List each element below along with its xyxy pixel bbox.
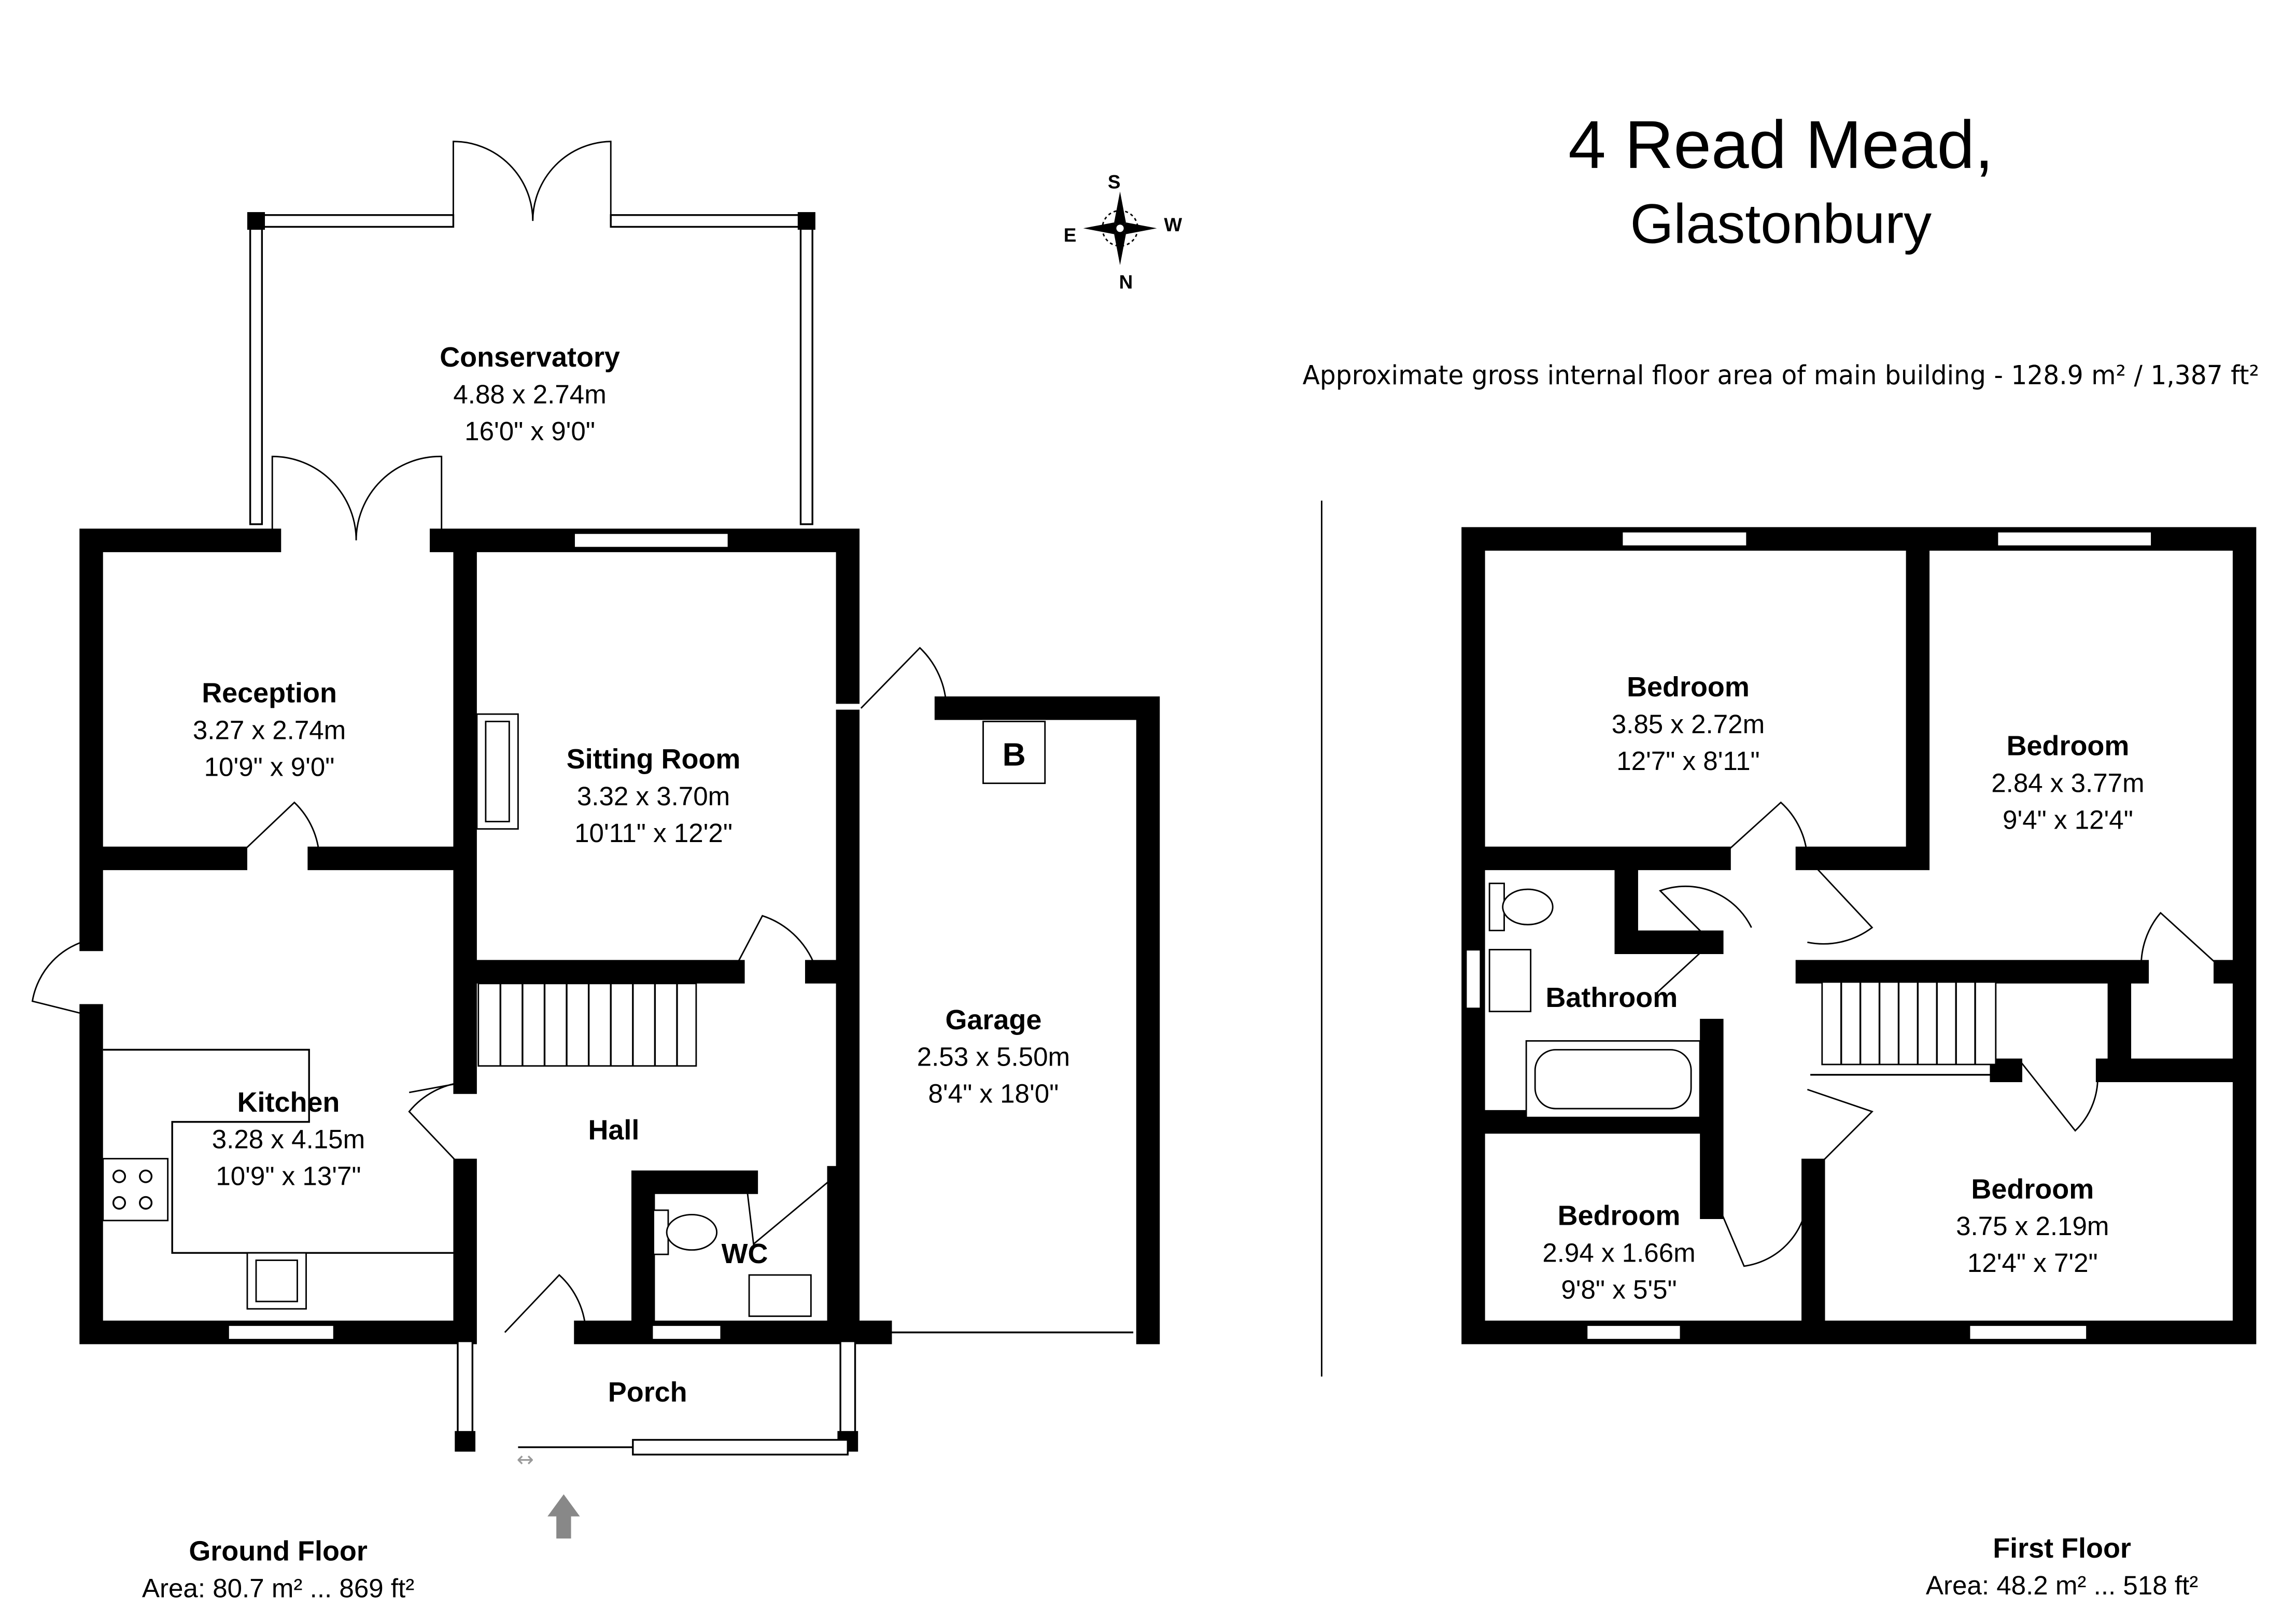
room-imperial: 12'4" x 7'2": [1967, 1248, 2098, 1278]
room-metric: 2.84 x 3.77m: [1991, 768, 2144, 798]
stairs-icon: [477, 983, 697, 1067]
room-metric: 3.28 x 4.15m: [212, 1125, 365, 1154]
room-imperial: 8'4" x 18'0": [928, 1079, 1059, 1109]
property-town: Glastonbury: [1630, 192, 1932, 255]
compass-icon: S N E W: [1064, 172, 1182, 293]
compass-w: W: [1164, 214, 1182, 235]
room-name: Bedroom: [1627, 671, 1750, 703]
room-imperial: 12'7" x 8'11": [1616, 746, 1759, 776]
room-imperial: 9'8" x 5'5": [1561, 1275, 1677, 1304]
room-name: Kitchen: [237, 1087, 340, 1118]
room-name: Porch: [608, 1377, 687, 1408]
room-metric: 3.75 x 2.19m: [1956, 1211, 2109, 1241]
first-floor-plan: Bedroom 3.85 x 2.72m 12'7" x 8'11" Bedro…: [1461, 527, 2257, 1600]
entrance-arrow-icon: [547, 1494, 580, 1539]
room-imperial: 16'0" x 9'0": [464, 416, 595, 446]
compass-e: E: [1064, 225, 1077, 246]
room-metric: 2.53 x 5.50m: [917, 1042, 1070, 1072]
room-imperial: 10'11" x 12'2": [574, 818, 733, 848]
room-name: Conservatory: [440, 342, 620, 373]
bath-icon: [1525, 1040, 1701, 1118]
room-metric: 3.32 x 3.70m: [577, 781, 730, 811]
ground-floor-plan: B ↔ Conservatory 4.88 x 2.74m 16'0" x 9'…: [31, 141, 1160, 1603]
room-imperial: 9'4" x 12'4": [2003, 805, 2133, 835]
sliding-door-icon: ↔: [517, 1448, 534, 1472]
room-name: Bedroom: [1971, 1173, 2094, 1205]
room-name: Bedroom: [1558, 1200, 1681, 1231]
room-metric: 4.88 x 2.74m: [453, 380, 606, 409]
room-metric: 2.94 x 1.66m: [1542, 1238, 1695, 1267]
toilet-icon: [1488, 883, 1554, 931]
room-name: Reception: [202, 677, 337, 708]
gross-area-text: Approximate gross internal floor area of…: [1303, 360, 2259, 391]
stairs-icon: [1821, 981, 1997, 1066]
room-name: Hall: [588, 1115, 639, 1146]
first-floor-area: Area: 48.2 m² ... 518 ft²: [1926, 1571, 2198, 1600]
basin-icon: [1488, 949, 1532, 1013]
ground-floor-area: Area: 80.7 m² ... 869 ft²: [142, 1574, 414, 1603]
room-imperial: 10'9" x 9'0": [204, 752, 335, 781]
toilet-icon: [653, 1209, 718, 1255]
room-name: WC: [722, 1238, 768, 1269]
first-floor-title: First Floor: [1993, 1533, 2131, 1564]
room-name: Bedroom: [2007, 731, 2130, 762]
room-name: Bathroom: [1545, 982, 1678, 1013]
room-metric: 3.27 x 2.74m: [193, 715, 346, 745]
boiler-label: B: [1003, 737, 1026, 773]
property-title: 4 Read Mead,: [1568, 107, 1993, 183]
compass-n: N: [1119, 272, 1133, 293]
room-imperial: 10'9" x 13'7": [216, 1161, 361, 1191]
hob-icon: [102, 1158, 169, 1222]
room-metric: 3.85 x 2.72m: [1612, 709, 1765, 739]
room-name: Garage: [945, 1004, 1041, 1035]
basin-icon: [748, 1274, 812, 1317]
ground-floor-title: Ground Floor: [189, 1536, 368, 1567]
room-name: Sitting Room: [567, 744, 741, 775]
compass-s: S: [1108, 172, 1121, 193]
